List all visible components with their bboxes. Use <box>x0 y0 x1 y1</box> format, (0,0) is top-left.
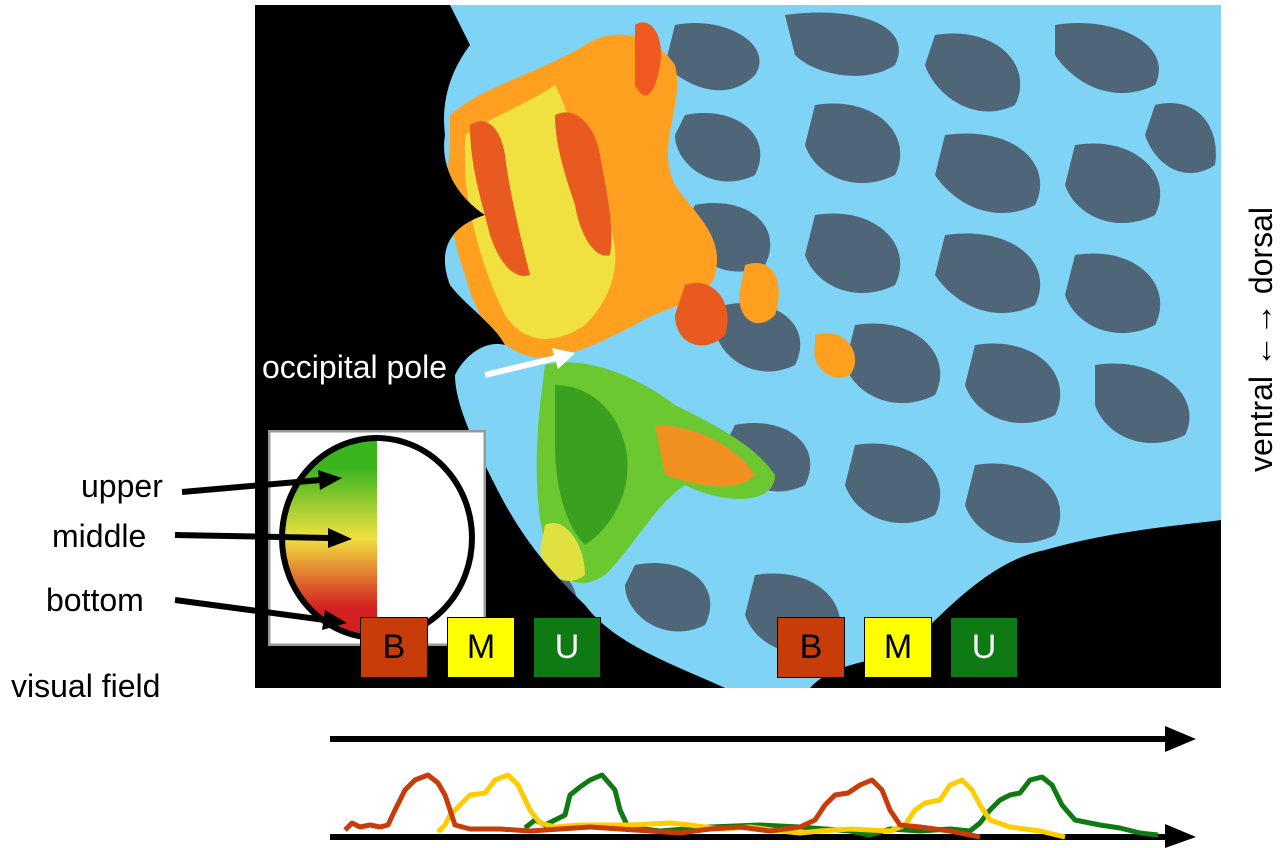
response-trace-bottom <box>343 772 981 840</box>
middle-label: middle <box>52 518 147 554</box>
stimulus-block-middle: M <box>447 617 515 678</box>
occipital-pole-label: occipital pole <box>262 349 447 385</box>
stimulus-block-middle: M <box>864 617 932 678</box>
response-axis-arrowhead <box>1165 824 1196 848</box>
stimulus-time-axis <box>330 726 1196 752</box>
visual-field-caption: visual field <box>11 668 161 704</box>
stimulus-block-bottom: B <box>777 617 845 678</box>
stimulus-block-bottom: B <box>360 617 428 678</box>
upper-label: upper <box>81 468 163 504</box>
ventral-dorsal-axis-label: ventral ←→ dorsal <box>1243 207 1279 472</box>
visual-field-arrows <box>174 470 352 630</box>
occipital-pole-arrow <box>484 348 575 378</box>
bottom-label: bottom <box>46 582 144 618</box>
brain-flatmap <box>255 5 1221 688</box>
stimulus-block-upper: U <box>533 617 601 678</box>
stimulus-block-upper: U <box>950 617 1018 678</box>
response-traces <box>330 772 1196 848</box>
